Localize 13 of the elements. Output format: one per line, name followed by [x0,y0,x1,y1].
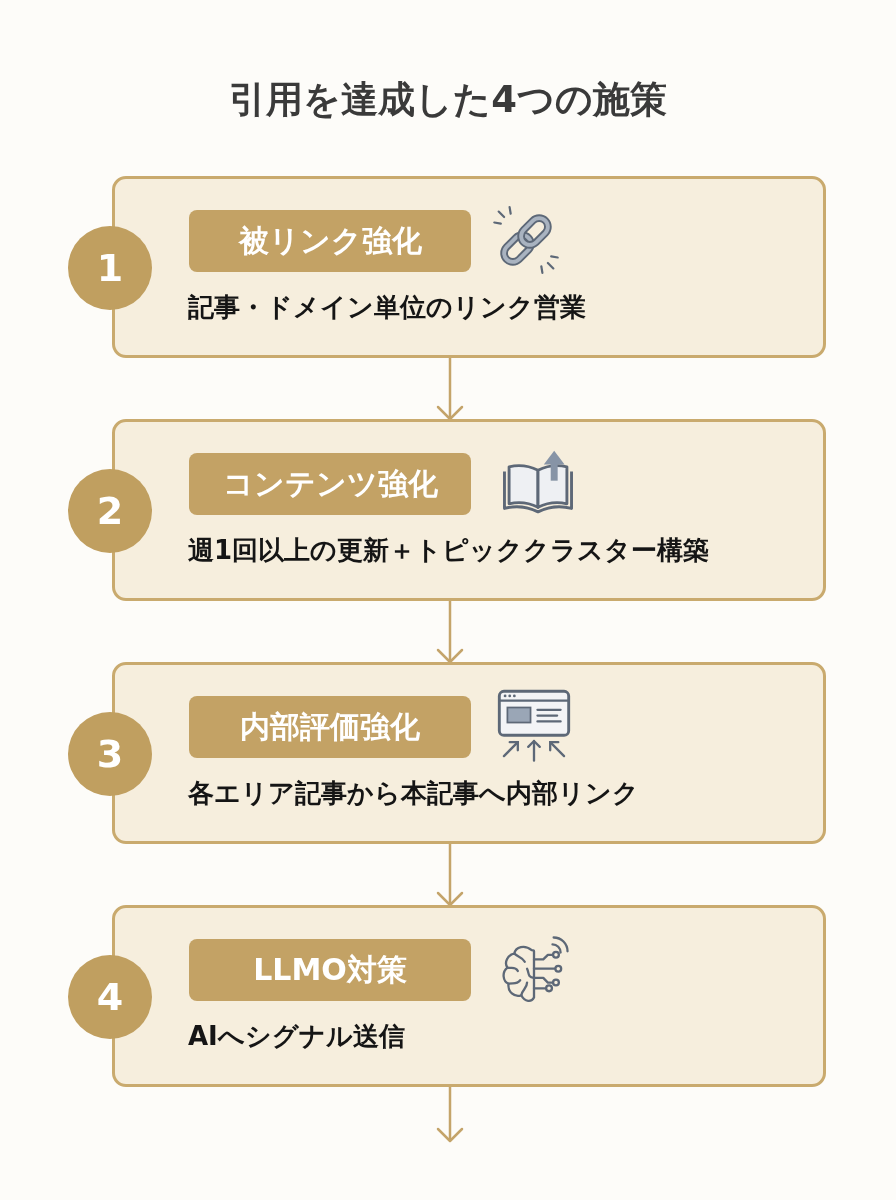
title: 引用を達成した4つの施策 [228,77,668,123]
description: AIへシグナル送信 [188,1020,406,1053]
heading-tag: 被リンク強化 [189,210,471,272]
description: 各エリア記事から本記事へ内部リンク [188,777,640,810]
heading-tag: 内部評価強化 [189,696,471,758]
arrow [436,844,464,907]
heading-tag: コンテンツ強化 [189,453,471,515]
heading-tag: LLMO対策 [189,939,471,1001]
description: 記事・ドメイン単位のリンク営業 [188,291,587,324]
arrow [436,1087,464,1143]
arrow [436,358,464,421]
description: 週1回以上の更新＋トピッククラスター構築 [188,534,711,567]
arrow [436,601,464,664]
